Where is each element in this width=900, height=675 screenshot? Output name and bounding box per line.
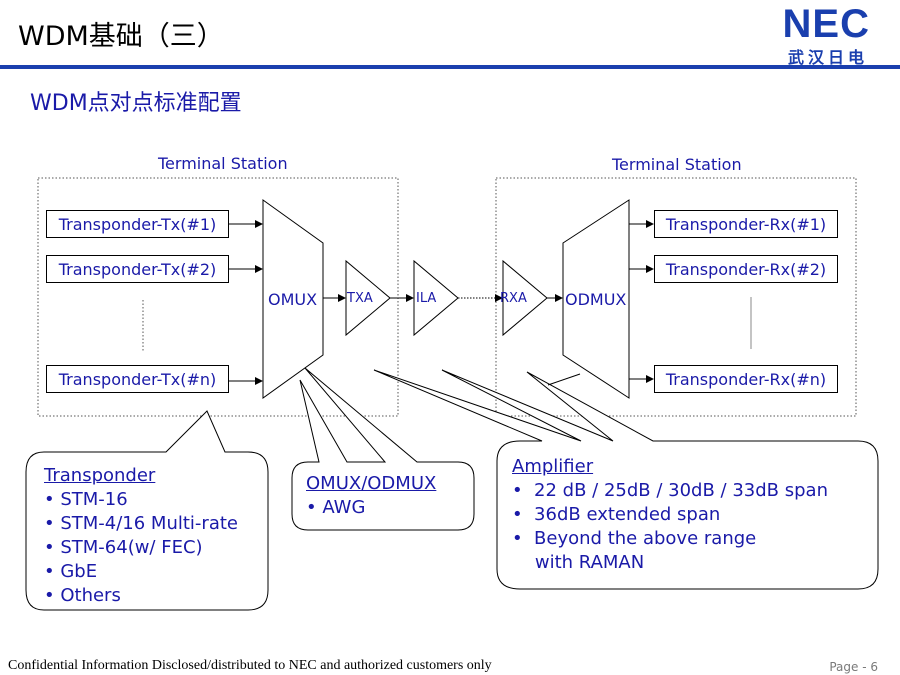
page-number: Page - 6 <box>829 660 878 674</box>
terminal-station-right-label: Terminal Station <box>612 155 742 174</box>
callout-list-item: • 22 dB / 25dB / 30dB / 33dB span <box>512 480 828 501</box>
transponder-callout: Transponder • STM-16 • STM-4/16 Multi-ra… <box>44 464 238 608</box>
transponder-rx-n: Transponder-Rx(#n) <box>654 365 838 393</box>
transponder-tx-1: Transponder-Tx(#1) <box>46 210 229 238</box>
page-subtitle: WDM点对点标准配置 <box>30 91 242 116</box>
amplifier-callout-heading: Amplifier <box>512 456 594 477</box>
ila-shape <box>413 259 459 337</box>
transponder-tx-n: Transponder-Tx(#n) <box>46 365 229 393</box>
terminal-station-left-label: Terminal Station <box>158 154 288 173</box>
amplifier-callout-shape <box>373 369 879 590</box>
odmux-label: ODMUX <box>565 290 627 309</box>
transponder-tx-2: Transponder-Tx(#2) <box>46 255 229 283</box>
amplifier-leader-stroke <box>547 373 581 386</box>
txa-shape <box>345 259 391 337</box>
transponder-callout-list: • STM-16 • STM-4/16 Multi-rate • STM-64(… <box>44 488 238 608</box>
odmux-shape <box>562 199 630 399</box>
terminal-station-right-boundary <box>495 177 857 417</box>
terminal-station-left-boundary <box>37 177 399 417</box>
callout-list-item: • AWG <box>306 497 366 518</box>
callout-list-item: • 36dB extended span <box>512 504 721 525</box>
transponder-rx-2: Transponder-Rx(#2) <box>654 255 838 283</box>
ila-label: ILA <box>416 291 437 306</box>
callout-list-item: • Others <box>44 585 121 606</box>
transponder-callout-heading: Transponder <box>44 465 156 486</box>
rxa-label: RXA <box>500 291 527 306</box>
rxa-shape <box>502 259 548 337</box>
amplifier-callout: Amplifier • 22 dB / 25dB / 30dB / 33dB s… <box>512 455 828 575</box>
transponder-rx-1: Transponder-Rx(#1) <box>654 210 838 238</box>
txa-label: TXA <box>347 291 373 306</box>
logo-subtitle: 武汉日电 <box>787 48 868 67</box>
callout-list-item: • STM-64(w/ FEC) <box>44 537 203 558</box>
page-title: WDM基础（三） <box>18 21 224 52</box>
amplifier-callout-list: • 22 dB / 25dB / 30dB / 33dB span • 36dB… <box>512 479 828 575</box>
mux-callout: OMUX/ODMUX • AWG <box>306 472 436 520</box>
mux-callout-list: • AWG <box>306 496 436 520</box>
omux-label: OMUX <box>268 290 318 309</box>
callout-list-item: • GbE <box>44 561 98 582</box>
callout-list-item: with RAMAN <box>512 552 645 573</box>
callout-list-item: • STM-4/16 Multi-rate <box>44 513 238 534</box>
callout-list-item: • Beyond the above range <box>512 528 757 549</box>
nec-logo: NEC <box>782 2 870 46</box>
omux-callout-shape <box>291 367 475 531</box>
callout-list-item: • STM-16 <box>44 489 128 510</box>
mux-callout-heading: OMUX/ODMUX <box>306 473 437 494</box>
confidential-notice: Confidential Information Disclosed/distr… <box>8 658 492 673</box>
omux-shape <box>262 199 324 399</box>
transponder-callout-shape <box>25 410 269 611</box>
